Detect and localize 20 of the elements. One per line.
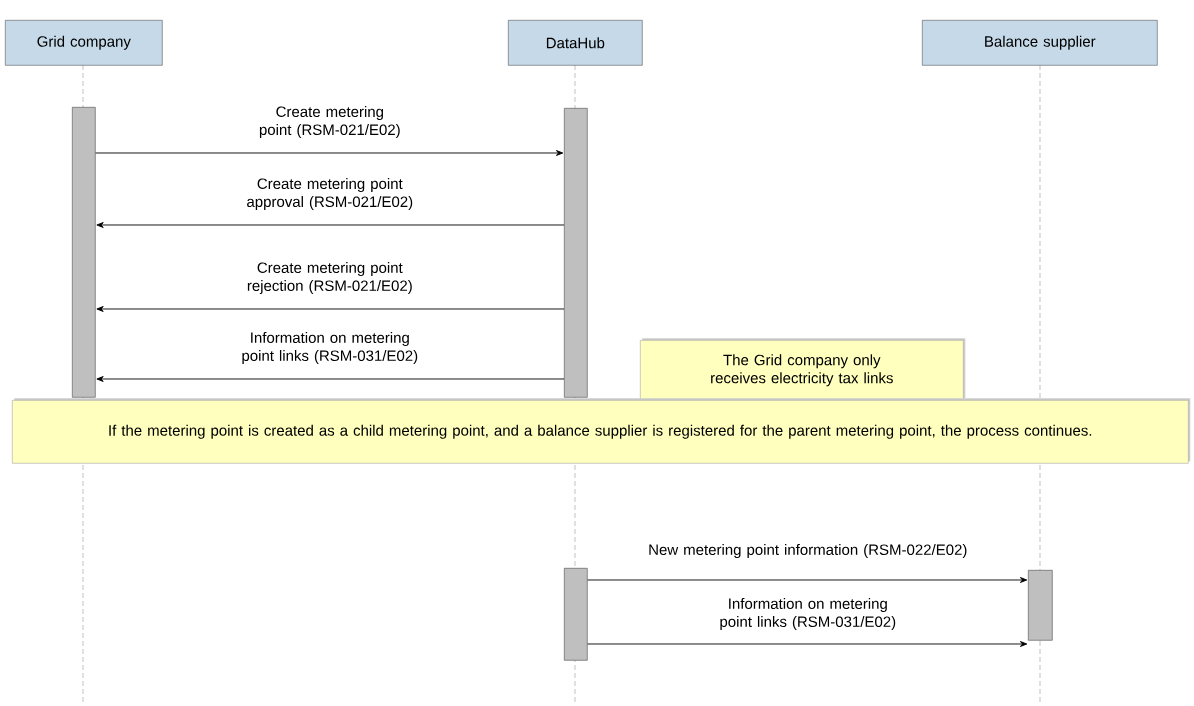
- arrow: [95, 150, 564, 156]
- arrow: [96, 376, 565, 382]
- participant-box: DataHub: [508, 20, 643, 66]
- edge-label: New metering point information (RSM-022/E02): [649, 544, 967, 558]
- edge-label: Create metering point rejection (RSM-021/E02): [247, 262, 412, 294]
- activation-bar: [1028, 570, 1053, 641]
- arrow: [96, 306, 565, 312]
- activation-bar: [564, 108, 588, 398]
- participant-box: Grid company: [5, 20, 163, 66]
- arrow: [96, 222, 565, 228]
- activation-bar: [72, 107, 96, 398]
- edge-label: Information on metering point links (RSM-031/E02): [720, 598, 896, 630]
- edge-label: Create metering point approval (RSM-021/E02): [247, 178, 413, 210]
- edge-label: Create metering point (RSM-021/E02): [259, 106, 400, 138]
- participant-box: Balance supplier: [922, 20, 1158, 66]
- arrow: [587, 641, 1028, 647]
- arrow: [587, 577, 1028, 583]
- activation-bar: [564, 568, 588, 661]
- note-box: The Grid company only receives electricity tax links: [640, 338, 966, 401]
- edge-label: Information on metering point links (RSM-031/E02): [242, 332, 418, 364]
